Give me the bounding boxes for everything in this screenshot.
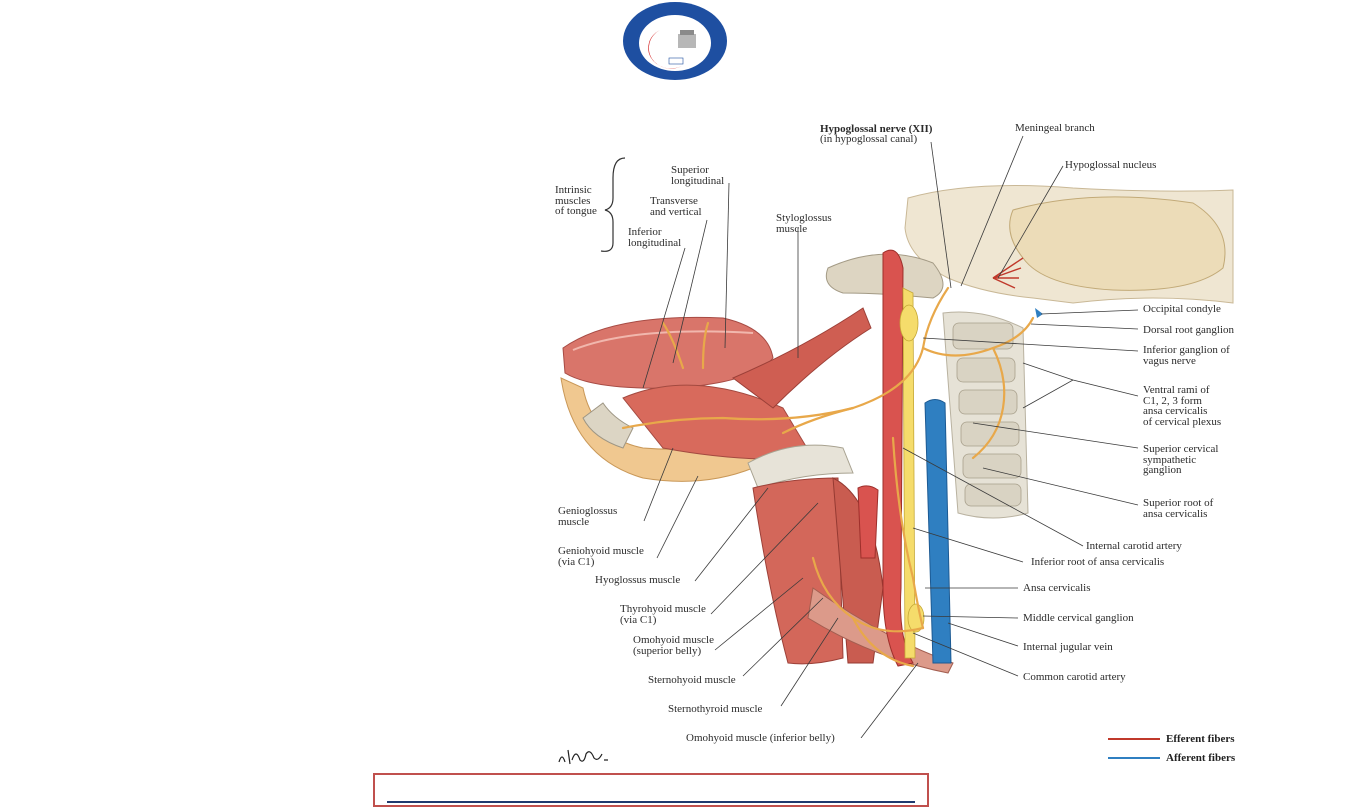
label-dorsal-root-ganglion: Dorsal root ganglion bbox=[1143, 324, 1235, 336]
label-thyrohyoid: Thyrohyoid muscle (via C1) bbox=[620, 603, 706, 626]
label-inferior-ganglion-vagus: Inferior ganglion of vagus nerve bbox=[1143, 344, 1230, 367]
legend-efferent-label: Efferent fibers bbox=[1166, 733, 1235, 745]
label-inferior-root-ansa: Inferior root of ansa cervicalis bbox=[1031, 556, 1165, 568]
hypoglossal-nerve-diagram: Hypoglossal nerve (XII) (in hypoglossal … bbox=[553, 118, 1253, 744]
footer-box bbox=[373, 773, 929, 807]
label-hypoglossal-nucleus: Hypoglossal nucleus bbox=[1065, 159, 1157, 171]
footer-rule bbox=[387, 801, 915, 803]
label-geniohyoid: Geniohyoid muscle (via C1) bbox=[558, 545, 644, 568]
label-superior-longitudinal: Superior longitudinal bbox=[671, 164, 725, 187]
anatomy-illustration bbox=[560, 135, 1234, 738]
label-intrinsic-muscles: Intrinsic muscles of tongue bbox=[555, 184, 597, 217]
label-genioglossus: Genioglossus muscle bbox=[558, 505, 618, 528]
college-logo bbox=[620, 0, 730, 82]
label-sternothyroid: Sternothyroid muscle bbox=[668, 703, 763, 715]
label-sternohyoid: Sternohyoid muscle bbox=[648, 674, 736, 686]
label-styloglossus: Styloglossus muscle bbox=[776, 212, 832, 235]
label-internal-carotid: Internal carotid artery bbox=[1086, 540, 1182, 552]
label-ventral-rami: Ventral rami of C1, 2, 3 form ansa cervi… bbox=[1143, 384, 1222, 428]
label-meningeal-branch: Meningeal branch bbox=[1015, 122, 1095, 134]
label-ansa-cervicalis: Ansa cervicalis bbox=[1023, 582, 1091, 594]
label-middle-cervical-ganglion: Middle cervical ganglion bbox=[1023, 612, 1134, 624]
label-hypoglossal-nerve: Hypoglossal nerve (XII) bbox=[820, 123, 933, 135]
label-internal-jugular: Internal jugular vein bbox=[1023, 641, 1113, 653]
label-omohyoid-inferior: Omohyoid muscle (inferior belly) bbox=[686, 732, 835, 744]
label-hyoglossus: Hyoglossus muscle bbox=[595, 574, 681, 586]
signature-icon bbox=[558, 749, 608, 765]
label-hypoglossal-canal: (in hypoglossal canal) bbox=[820, 133, 918, 145]
legend-afferent-swatch bbox=[1108, 757, 1160, 759]
label-superior-root-ansa: Superior root of ansa cervicalis bbox=[1143, 497, 1214, 520]
label-omohyoid-superior: Omohyoid muscle (superior belly) bbox=[633, 634, 714, 657]
legend-efferent-swatch bbox=[1108, 738, 1160, 740]
label-inferior-longitudinal: Inferior longitudinal bbox=[628, 226, 682, 249]
label-common-carotid: Common carotid artery bbox=[1023, 671, 1126, 683]
college-seal-icon bbox=[623, 2, 727, 80]
legend-efferent: Efferent fibers bbox=[1108, 733, 1235, 745]
label-superior-cervical-ganglion: Superior cervical sympathetic ganglion bbox=[1143, 443, 1219, 476]
label-transverse-vertical: Transverse and vertical bbox=[650, 195, 702, 218]
legend-afferent-label: Afferent fibers bbox=[1166, 752, 1236, 764]
legend-afferent: Afferent fibers bbox=[1108, 752, 1235, 764]
label-occipital-condyle: Occipital condyle bbox=[1143, 303, 1221, 315]
